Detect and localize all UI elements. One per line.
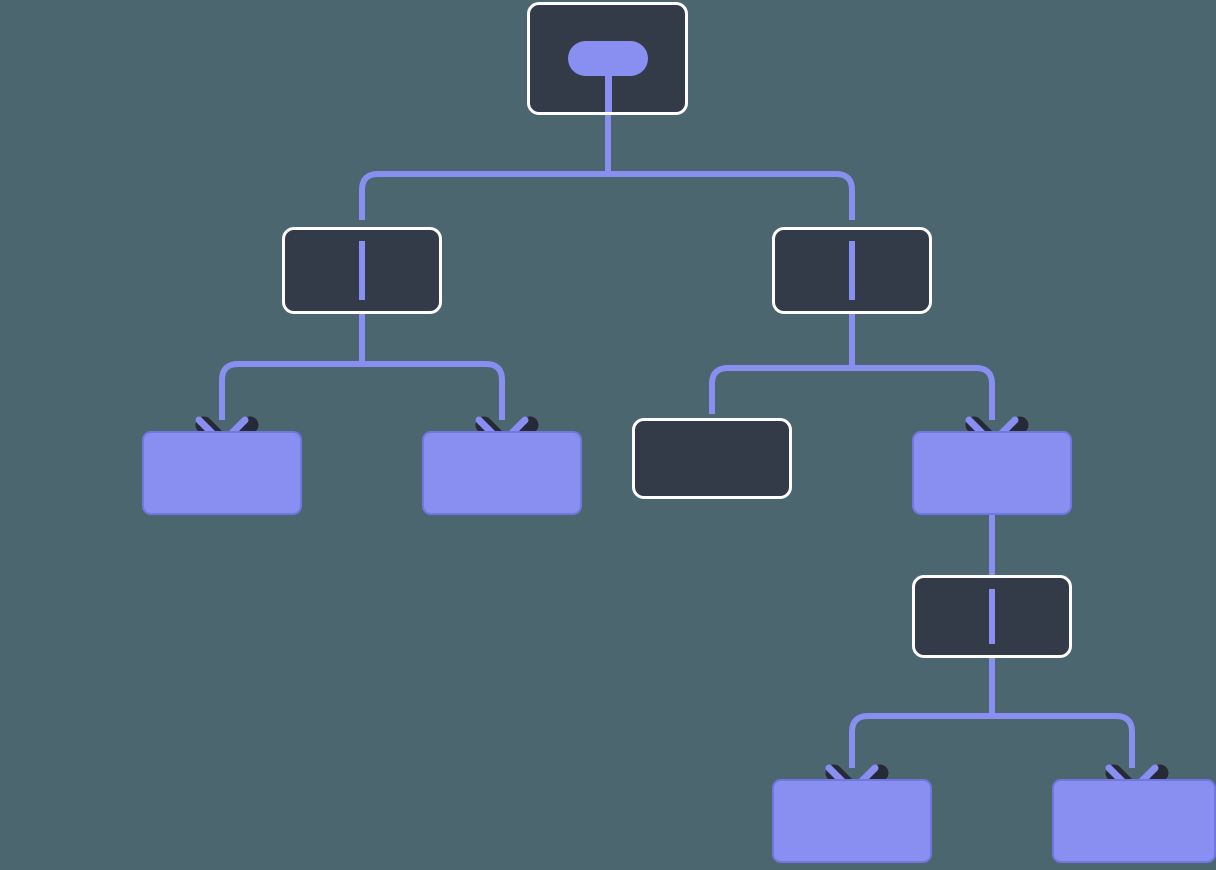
edge-bus-level1 — [359, 171, 855, 220]
root-pill-glyph — [568, 41, 648, 76]
root-stem-glyph — [605, 76, 612, 112]
leaf-node-4[interactable] — [772, 779, 932, 863]
node-through-line-glyph — [849, 241, 855, 300]
leaf-node-3[interactable] — [912, 431, 1072, 515]
edge-bus-left-children — [219, 361, 505, 420]
node-through-line-glyph — [989, 589, 995, 644]
edge-bus-right-children — [709, 365, 995, 420]
empty-node[interactable] — [632, 418, 792, 499]
leaf-node-1[interactable] — [142, 431, 302, 515]
leaf-node-5[interactable] — [1052, 779, 1216, 863]
edge-bus-nested-children — [849, 713, 1135, 768]
leaf-node-2[interactable] — [422, 431, 582, 515]
node-through-line-glyph — [359, 241, 365, 300]
